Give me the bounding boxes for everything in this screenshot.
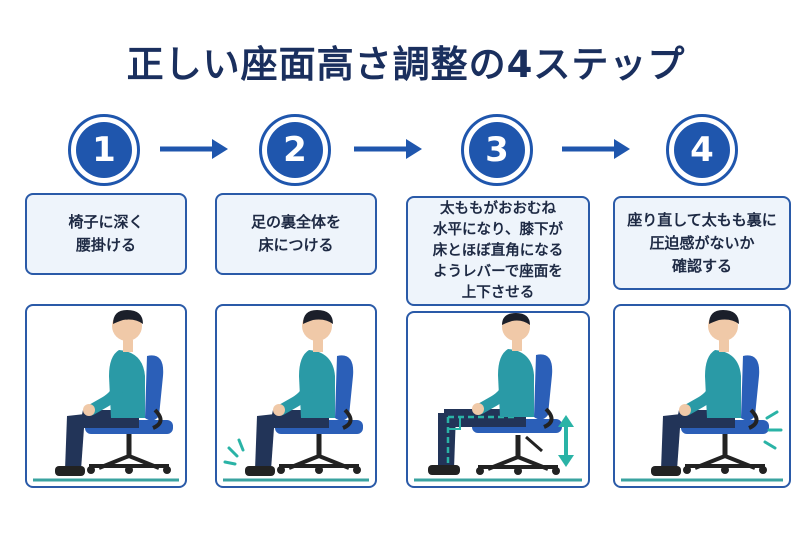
step-3-illustration (406, 311, 590, 488)
arrow-right-icon (354, 139, 422, 159)
step-1-number: 1 (76, 122, 132, 178)
arrow-right-icon (562, 139, 630, 159)
step-2-number: 2 (267, 122, 323, 178)
step-4-text: 座り直して太もも裏に 圧迫感がないか 確認する (613, 196, 791, 290)
seat-height-adjust-icon (414, 313, 582, 482)
step-1-badge: 1 (68, 114, 140, 186)
step-3-badge: 3 (461, 114, 533, 186)
arrow-right-icon (160, 139, 228, 159)
step-2-illustration (215, 304, 377, 488)
step-2-badge: 2 (259, 114, 331, 186)
step-3-number: 3 (469, 122, 525, 178)
seated-person-icon (33, 310, 179, 482)
seated-check-pressure-icon (621, 310, 783, 482)
step-1-text: 椅子に深く 腰掛ける (25, 193, 187, 275)
step-4-number: 4 (674, 122, 730, 178)
step-1-illustration (25, 304, 187, 488)
seated-person-feet-flat-icon (223, 310, 369, 482)
step-4-badge: 4 (666, 114, 738, 186)
step-4-illustration (613, 304, 791, 488)
step-3-text: 太ももがおおむね 水平になり、膝下が 床とほぼ直角になる ようレバーで座面を 上… (406, 196, 590, 306)
page-title: 正しい座面高さ調整の4ステップ (126, 43, 686, 86)
step-2-text: 足の裏全体を 床につける (215, 193, 377, 275)
